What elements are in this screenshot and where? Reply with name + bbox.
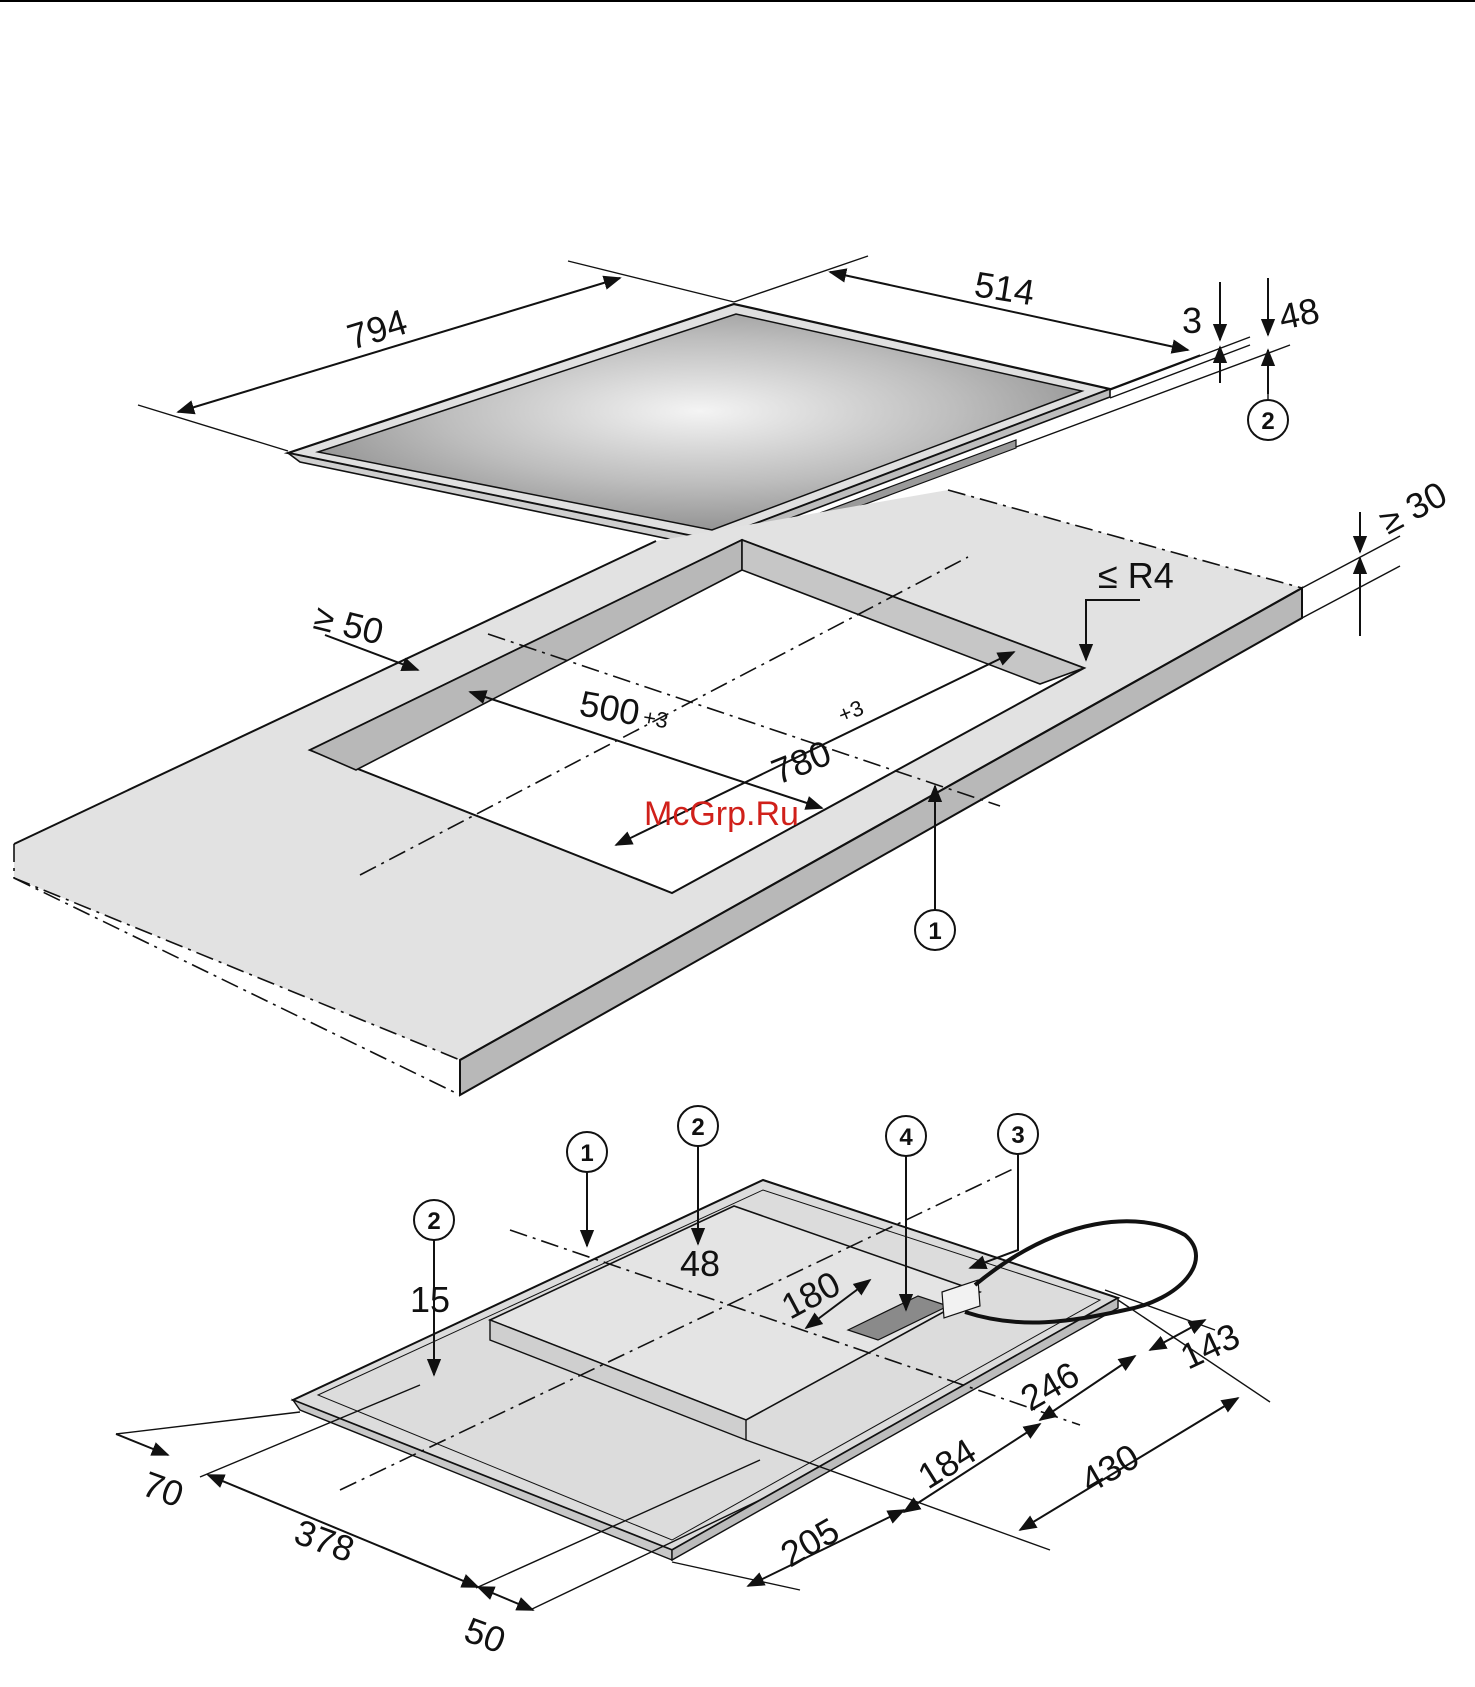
dim-min-edge: ≥ 50 (310, 596, 418, 670)
dim-min-50-label: ≥ 50 (310, 596, 388, 653)
dim-15-label: 15 (410, 1279, 450, 1320)
dim-48-bottom-label: 48 (680, 1243, 720, 1284)
dim-50-bottom-label: 50 (459, 1609, 511, 1661)
dim-hob-heights: 3 48 2 (1016, 278, 1323, 447)
dim-48-label: 48 (1275, 289, 1323, 337)
callout-1-bottom-label: 1 (580, 1140, 593, 1167)
dim-246-label: 246 (1014, 1353, 1087, 1419)
dim-3-label: 3 (1182, 300, 1202, 341)
dim-70-label: 70 (137, 1463, 189, 1515)
dim-794-label: 794 (342, 301, 411, 358)
watermark: McGrp.Ru (644, 795, 799, 833)
dim-min-30-label: ≥ 30 (1373, 473, 1454, 542)
dim-worktop-thickness: ≥ 30 (1302, 473, 1453, 636)
callout-2-left-label: 2 (427, 1208, 440, 1235)
dim-378-label: 378 (289, 1511, 359, 1570)
callout-3-label: 3 (1011, 1122, 1024, 1149)
dim-143-label: 143 (1174, 1315, 1246, 1378)
callout-1-middle-label: 1 (928, 918, 941, 945)
dim-r4-label: ≤ R4 (1098, 555, 1174, 596)
callout-4-label: 4 (899, 1124, 913, 1151)
dim-500-tolerance: +3 (641, 704, 670, 733)
callout-2-top-label: 2 (1261, 408, 1274, 435)
dim-205-label: 205 (774, 1509, 847, 1575)
dim-184-label: 184 (911, 1430, 984, 1497)
callout-2-bottom-label: 2 (691, 1114, 704, 1141)
